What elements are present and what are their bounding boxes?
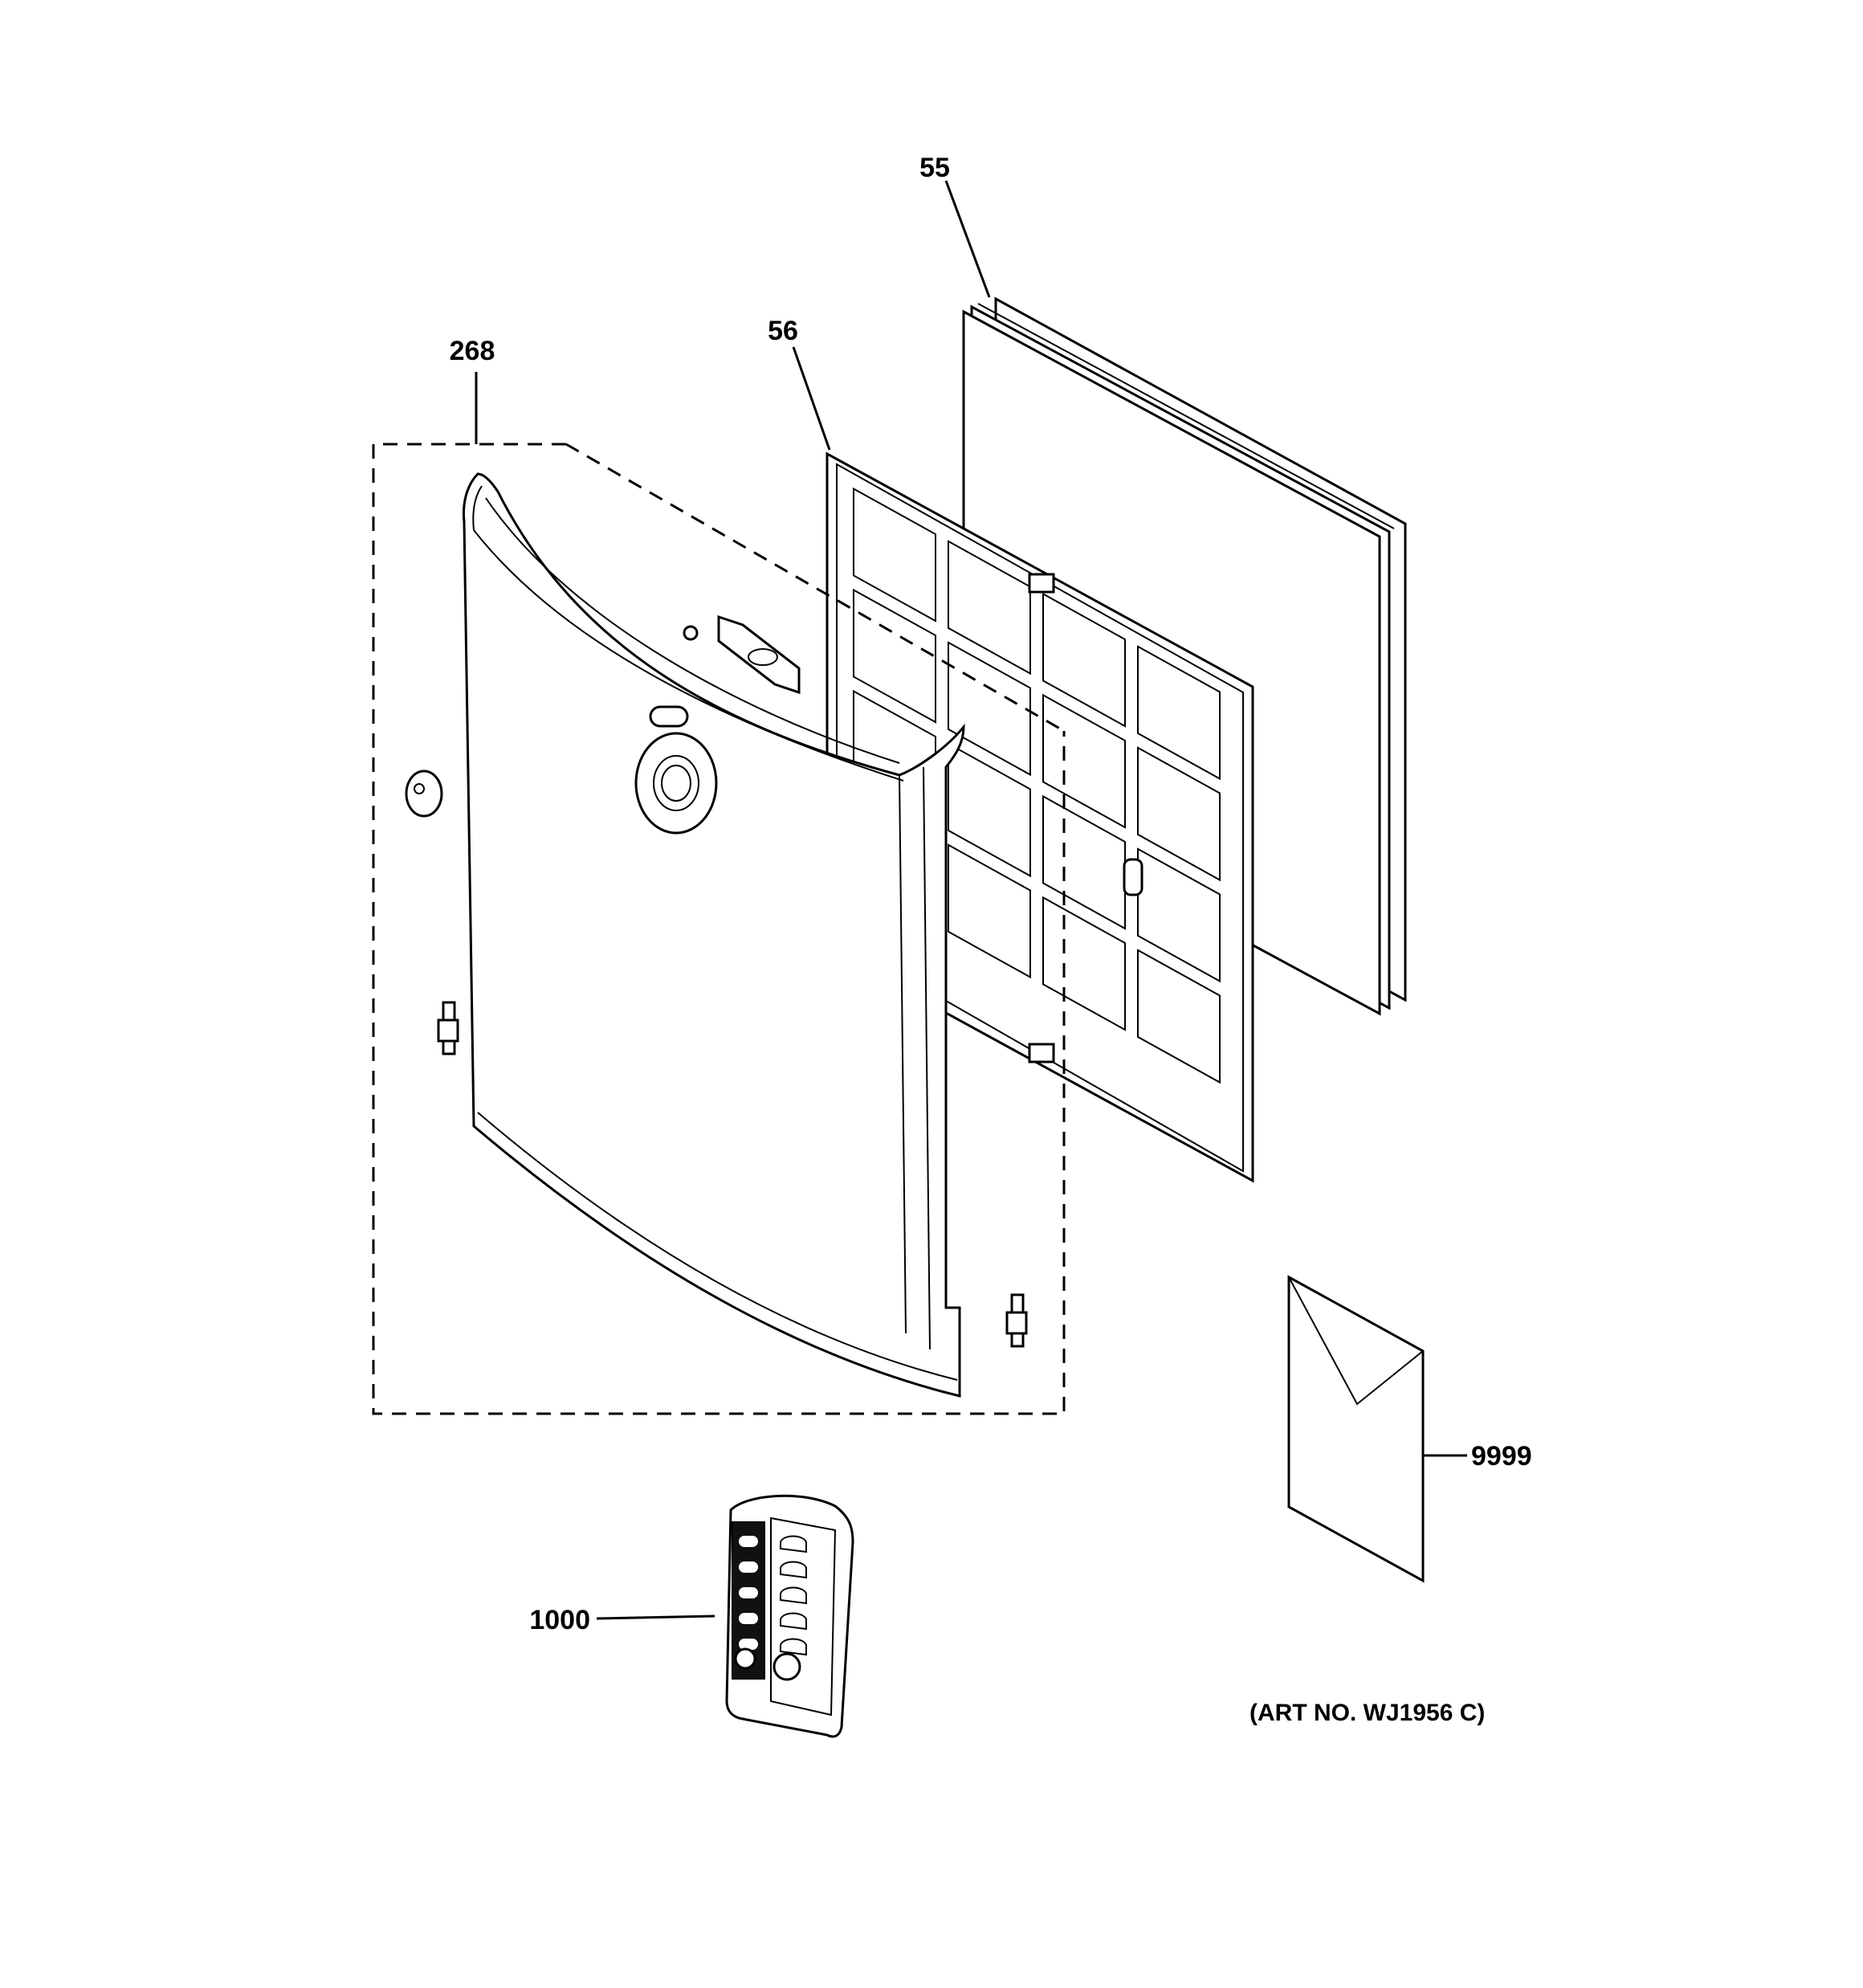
remote-key [739, 1561, 758, 1573]
grille-cell [1137, 645, 1221, 781]
leader-line-55 [944, 180, 991, 298]
remote-side-button [780, 1586, 807, 1605]
callout-1000: 1000 [529, 1605, 590, 1635]
callout-55: 55 [919, 153, 950, 183]
art-number-label: (ART NO. WJ1956 C) [1249, 1700, 1485, 1726]
grille-cell [853, 487, 936, 623]
remote-side-button [780, 1535, 807, 1553]
grille-cell [1042, 896, 1126, 1031]
grille-side-latch [1123, 858, 1143, 896]
remote-round-button [773, 1652, 801, 1681]
display-window [634, 732, 718, 835]
panel-clip-right [1005, 1293, 1028, 1348]
grille-cell [948, 843, 1031, 979]
literature-envelope-part [1287, 1275, 1425, 1583]
grille-top-tab [1028, 573, 1055, 594]
panel-label-disc [405, 769, 443, 818]
remote-control-part [725, 1494, 854, 1738]
callout-56: 56 [768, 316, 798, 346]
bracket-screw [683, 625, 699, 641]
panel-clip-left [437, 1001, 459, 1055]
front-panel-assembly-boundary [372, 443, 1066, 1415]
callout-268: 268 [450, 336, 495, 366]
grille-cell [948, 540, 1031, 676]
remote-key [739, 1613, 758, 1624]
grille-cell [1137, 847, 1221, 983]
panel-indicator-slot [649, 705, 689, 728]
grille-cell [1137, 746, 1221, 882]
remote-key [739, 1639, 758, 1650]
grille-cell [948, 742, 1031, 878]
panel-bracket [717, 614, 801, 695]
remote-key [739, 1587, 758, 1598]
remote-keys [739, 1535, 807, 1656]
front-panel-part [462, 472, 965, 1398]
grille-cell [1137, 949, 1221, 1084]
grille-bottom-tab [1028, 1043, 1055, 1063]
grille-cell [1042, 592, 1126, 728]
remote-power-button [734, 1647, 756, 1670]
remote-side-button [780, 1612, 807, 1631]
grille-cell [853, 588, 936, 724]
grille-cell [1042, 794, 1126, 930]
grille-cell [1042, 693, 1126, 829]
leader-line-56 [792, 346, 831, 451]
remote-side-button [780, 1638, 807, 1656]
callout-9999: 9999 [1471, 1441, 1532, 1472]
grille-cell [948, 641, 1031, 777]
remote-key [739, 1536, 758, 1547]
remote-side-button [780, 1561, 807, 1579]
leader-line-1000 [596, 1614, 715, 1620]
